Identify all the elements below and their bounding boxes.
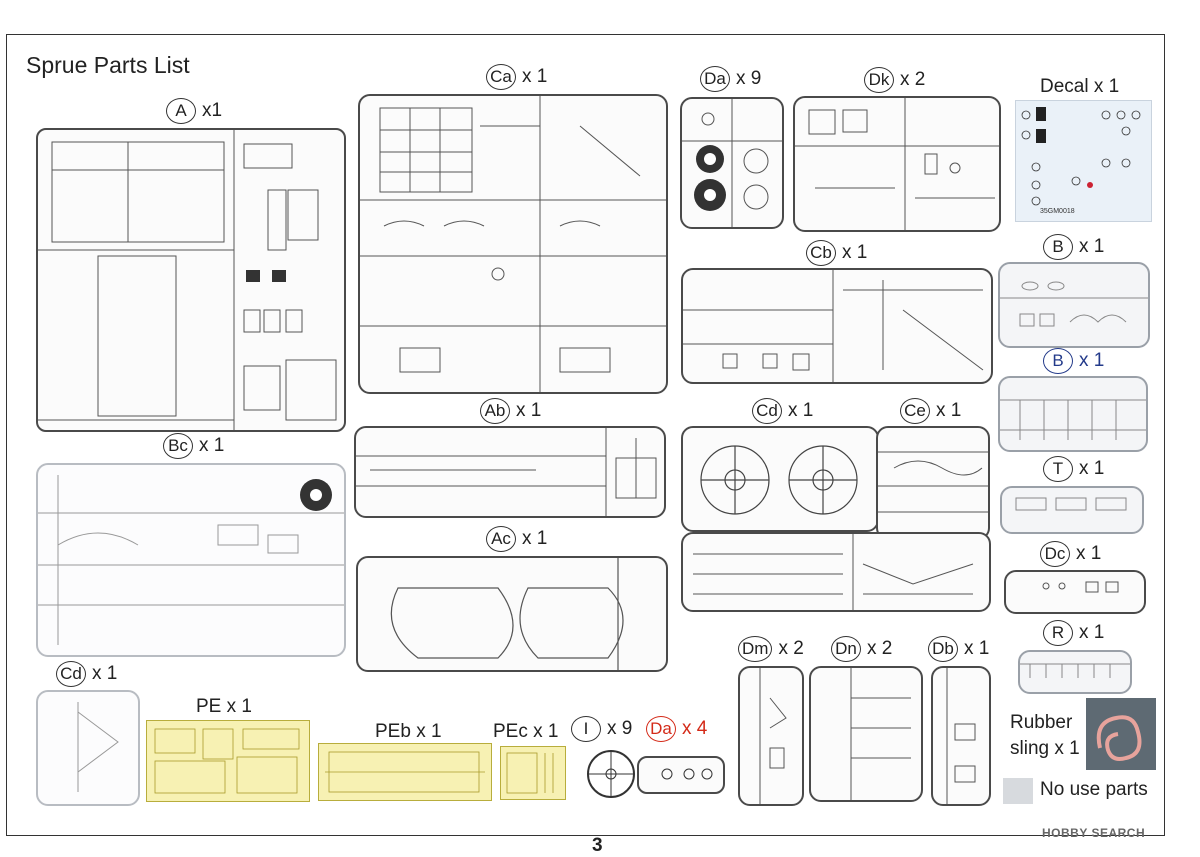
sprue-b-frame <box>998 262 1150 348</box>
decal-marks <box>1021 107 1141 206</box>
sprue-cb-parts <box>683 270 984 382</box>
no-use-label: No use parts <box>1040 779 1148 800</box>
sprue-dn-frame <box>809 666 923 802</box>
decal-label: Decal x 1 <box>1040 76 1120 97</box>
sprue-ac-parts <box>390 558 624 670</box>
sprue-cb-frame <box>681 268 993 384</box>
pec-fret-parts <box>506 752 554 794</box>
sprue-a-frame <box>36 128 346 432</box>
pec-label: PEc x 1 <box>493 721 559 742</box>
sprue-t-parts <box>1015 497 1127 511</box>
sprue-dm-frame <box>738 666 804 806</box>
sprue-ca-frame <box>358 94 668 394</box>
watermark: HOBBY SEARCH <box>1042 826 1146 840</box>
sprue-ca-parts <box>360 96 666 392</box>
sprue-da-parts <box>682 99 782 227</box>
sprue-cd-parts <box>700 445 858 515</box>
rubber-sling-photo <box>1086 698 1156 770</box>
sprue-ac-frame <box>356 556 668 672</box>
peb-fret-parts <box>325 751 485 793</box>
sprue-i-wheel <box>587 750 635 798</box>
sprue-cd-small-frame <box>36 690 140 806</box>
sprue-da-frame <box>680 97 784 229</box>
sprue-bc-parts <box>38 475 344 645</box>
rubber-sling-label: Rubber sling x 1 <box>1010 712 1080 759</box>
sprue-db-frame <box>931 666 991 806</box>
sprue-dk-parts <box>795 98 999 230</box>
sprue-dn-parts <box>850 668 911 800</box>
sprue-r-parts <box>1020 663 1130 678</box>
sprue-da-small-frame <box>637 756 725 794</box>
sprue-ce-parts <box>878 451 988 513</box>
page-title: Sprue Parts List <box>26 52 190 78</box>
rubber-sling-loop <box>1096 715 1142 761</box>
sprue-b-parts <box>1000 281 1148 327</box>
sprue-b-blue-frame <box>998 376 1148 452</box>
decal-code: 35GM0018 <box>1040 208 1075 215</box>
sprue-ab-parts <box>356 428 657 516</box>
peb-fret <box>318 743 492 801</box>
sprue-ab-frame <box>354 426 666 518</box>
sprue-ce-frame <box>876 426 990 540</box>
pe-fret <box>146 720 310 802</box>
pe-fret-parts <box>154 728 300 794</box>
peb-label: PEb x 1 <box>375 721 442 742</box>
sprue-cd-rails-frame <box>681 532 991 612</box>
decal-sheet <box>1015 100 1152 222</box>
sprue-cd-rails-parts <box>693 534 974 610</box>
sprue-bc-frame <box>36 463 346 657</box>
no-use-swatch <box>1003 778 1033 804</box>
sprue-db-parts <box>946 668 976 804</box>
sprue-cd-small-parts <box>77 702 119 792</box>
pec-fret <box>500 746 566 800</box>
sprue-r-frame <box>1018 650 1132 694</box>
page-number: 3 <box>592 835 603 856</box>
sprue-dm-parts <box>759 668 787 804</box>
sprue-dk-frame <box>793 96 1001 232</box>
sprue-b-blue-parts <box>1000 399 1146 440</box>
sprue-t-frame <box>1000 486 1144 534</box>
pe-label: PE x 1 <box>196 696 252 717</box>
sprue-cd-frame <box>681 426 879 532</box>
sprue-dc-frame <box>1004 570 1146 614</box>
sprue-dc-parts <box>1042 581 1119 593</box>
sprue-da-small-parts <box>661 768 713 780</box>
sprue-a-parts <box>38 130 337 430</box>
